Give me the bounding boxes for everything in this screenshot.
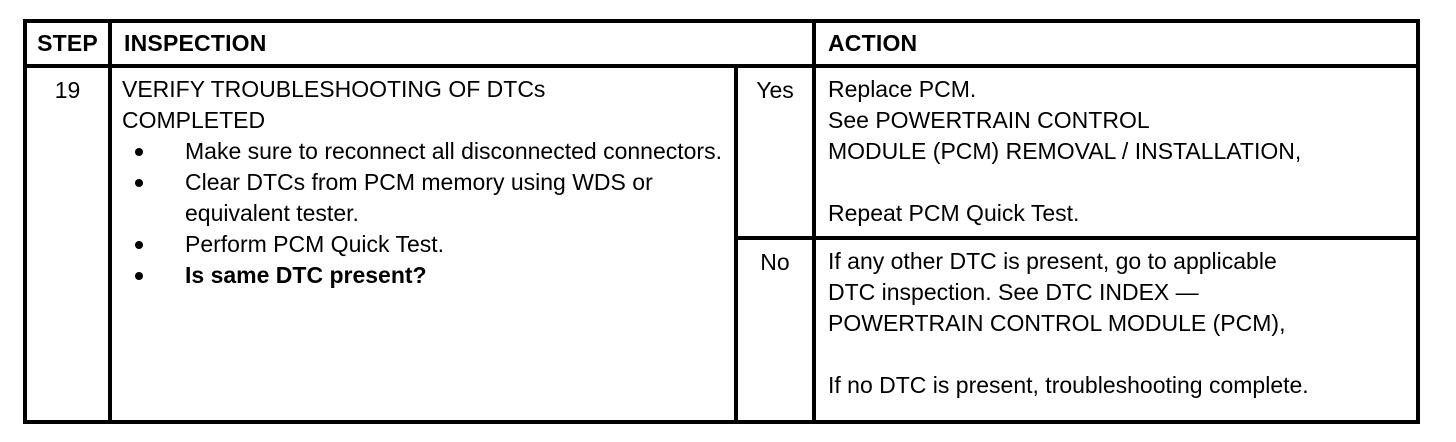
- table-header-row: STEP INSPECTION ACTION: [27, 23, 1416, 68]
- bullet-icon: [135, 179, 143, 187]
- list-item-label: Make sure to reconnect all disconnected …: [185, 138, 722, 164]
- outcome-label-column: Yes No: [738, 68, 816, 420]
- troubleshooting-table: STEP INSPECTION ACTION 19 VERIFY TROUBLE…: [23, 19, 1420, 424]
- bullet-icon: [135, 241, 143, 249]
- column-header-inspection: INSPECTION: [112, 23, 816, 64]
- inspection-title: VERIFY TROUBLESHOOTING OF DTCs COMPLETED: [122, 76, 546, 133]
- action-text-yes: Replace PCM. See POWERTRAIN CONTROL MODU…: [816, 68, 1416, 240]
- list-item-label: Clear DTCs from PCM memory using WDS or …: [185, 169, 653, 226]
- action-cell: Replace PCM. See POWERTRAIN CONTROL MODU…: [816, 68, 1416, 420]
- outcome-label-yes: Yes: [738, 68, 812, 240]
- inspection-bullet-list: Make sure to reconnect all disconnected …: [122, 136, 728, 291]
- step-number: 19: [27, 68, 112, 420]
- list-item-label: Is same DTC present?: [185, 262, 427, 288]
- inspection-cell: VERIFY TROUBLESHOOTING OF DTCs COMPLETED…: [112, 68, 738, 420]
- list-item: Make sure to reconnect all disconnected …: [122, 136, 728, 167]
- column-header-action: ACTION: [828, 30, 918, 56]
- outcome-label-no: No: [760, 249, 790, 275]
- bullet-icon: [135, 148, 143, 156]
- list-item: Perform PCM Quick Test.: [122, 229, 728, 260]
- list-item: Clear DTCs from PCM memory using WDS or …: [122, 167, 728, 229]
- list-item-question: Is same DTC present?: [122, 260, 728, 291]
- table-row: 19 VERIFY TROUBLESHOOTING OF DTCs COMPLE…: [27, 68, 1416, 420]
- action-text-no: If any other DTC is present, go to appli…: [828, 248, 1309, 398]
- bullet-icon: [135, 272, 143, 280]
- list-item-label: Perform PCM Quick Test.: [185, 231, 445, 257]
- column-header-step: STEP: [27, 23, 112, 64]
